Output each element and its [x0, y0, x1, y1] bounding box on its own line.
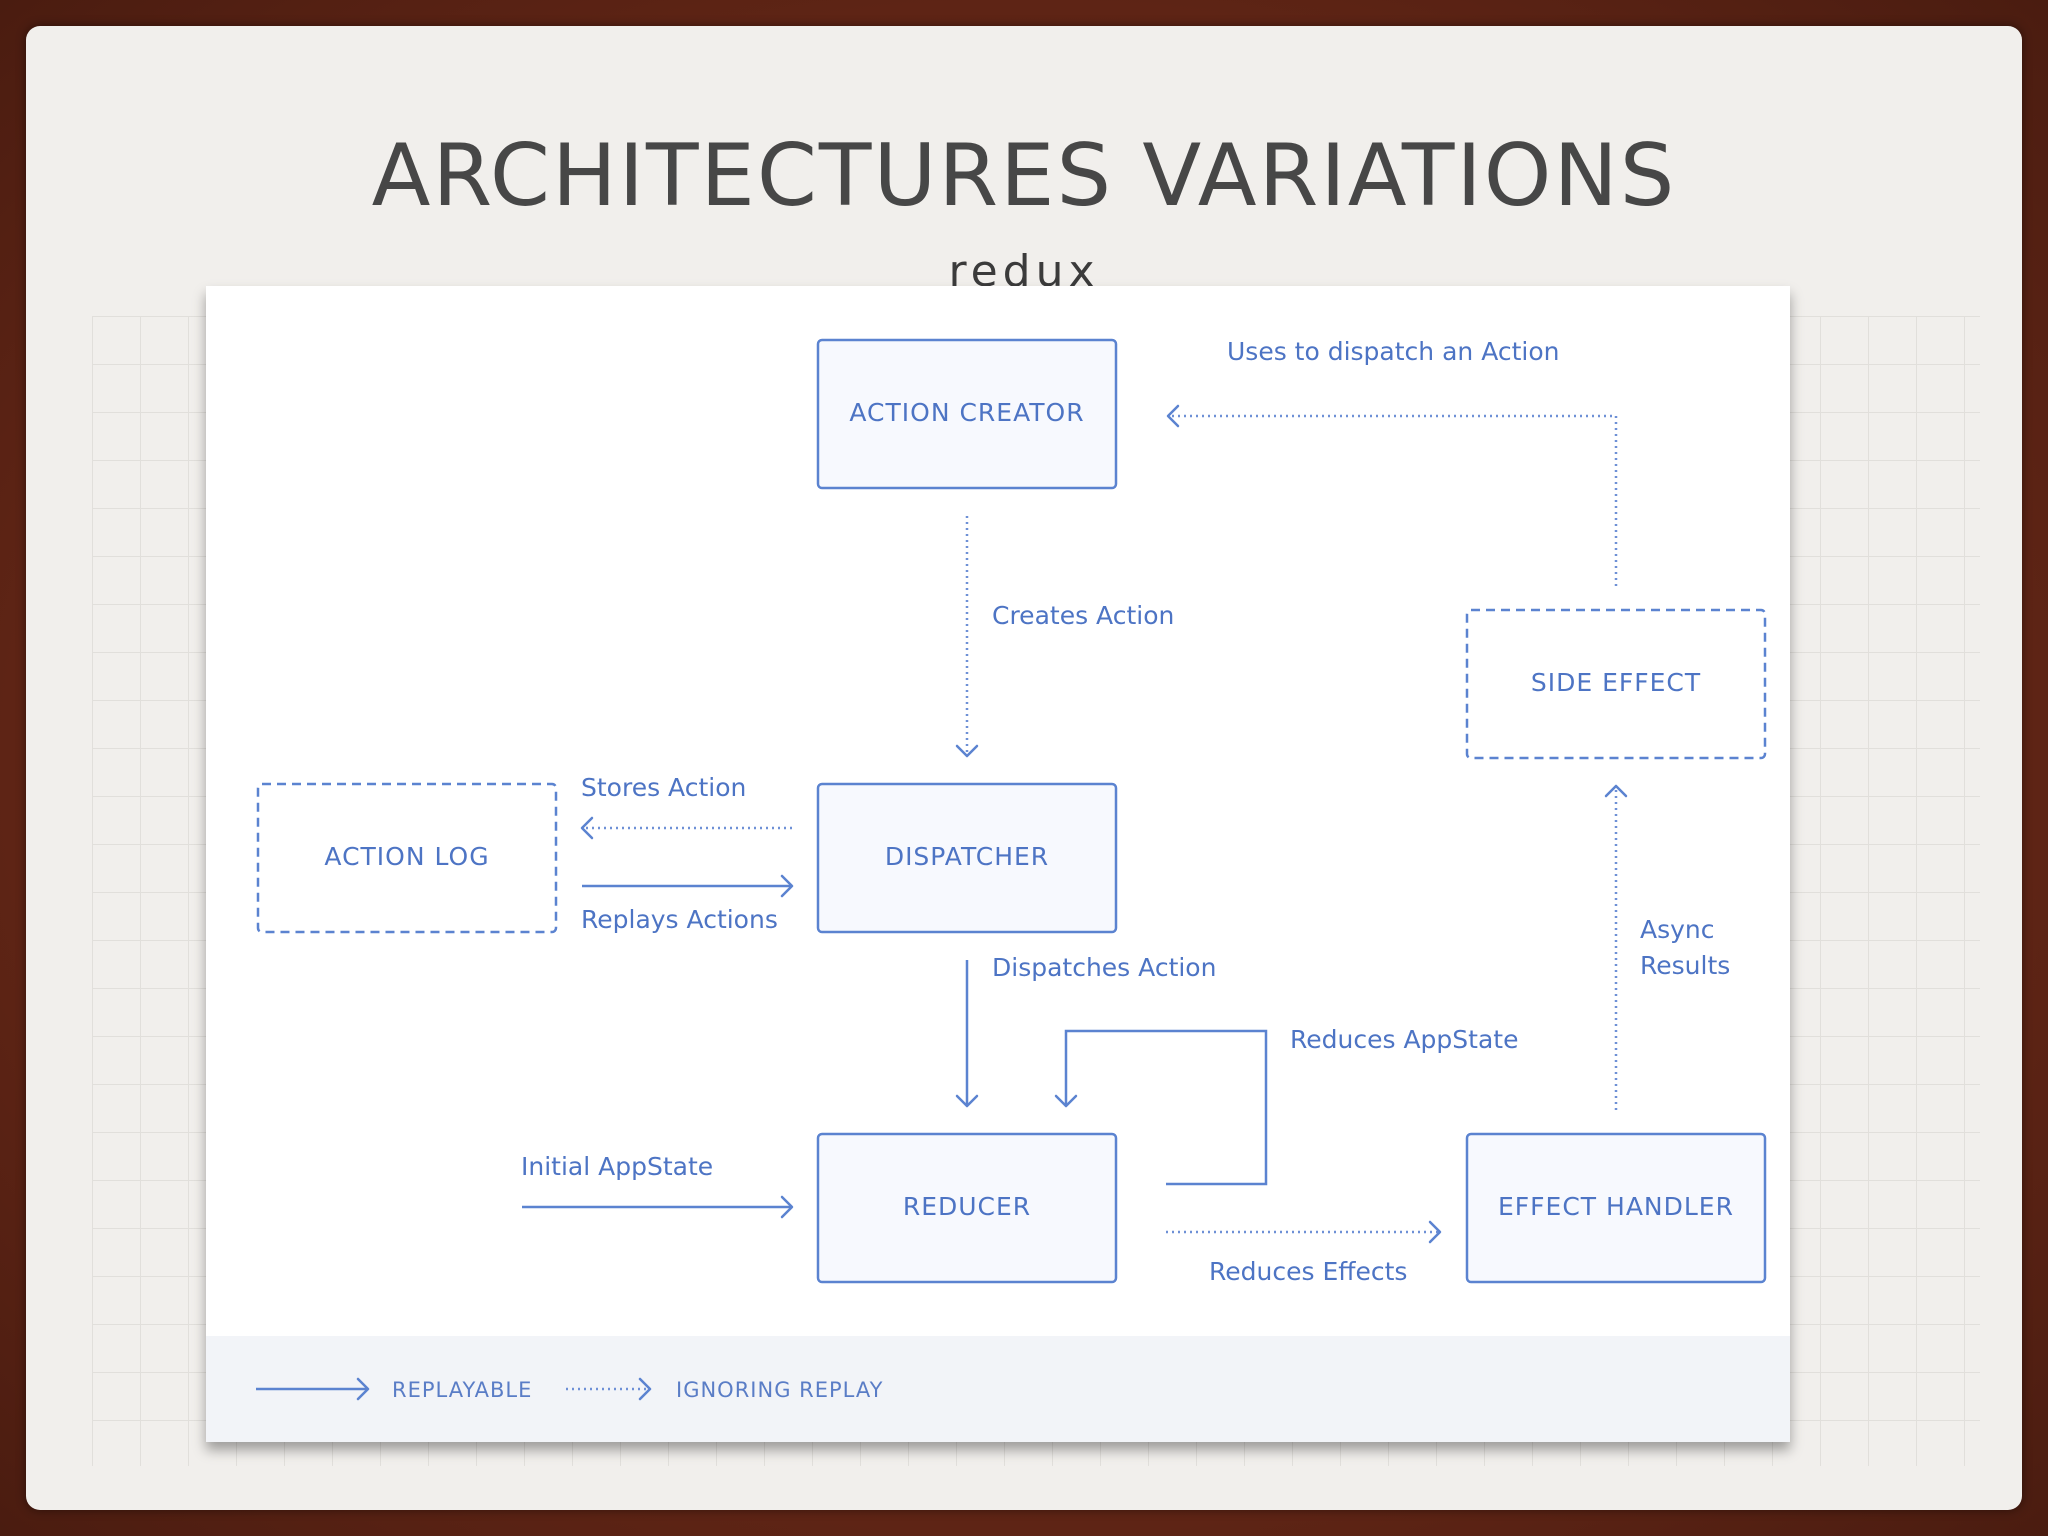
edge-reduces-appstate: Reduces AppState — [1054, 1025, 1518, 1186]
node-side-effect: SIDE EFFECT — [1465, 608, 1767, 760]
redux-diagram: ACTION CREATOR DISPATCHER REDUCER ACTION… — [206, 286, 1790, 1442]
node-dispatcher: DISPATCHER — [816, 782, 1118, 934]
edge-replays-actions: Replays Actions — [581, 874, 794, 934]
edge-label-initial-appstate: Initial AppState — [521, 1152, 713, 1181]
edge-label-dispatches-action: Dispatches Action — [992, 953, 1216, 982]
diagram-svg: ACTION CREATOR DISPATCHER REDUCER ACTION… — [256, 337, 1767, 1402]
node-label-side-effect: SIDE EFFECT — [1531, 668, 1701, 697]
node-label-dispatcher: DISPATCHER — [885, 842, 1049, 871]
edge-stores-action: Stores Action — [580, 773, 792, 840]
edge-label-uses-to-dispatch: Uses to dispatch an Action — [1227, 337, 1560, 366]
legend-replayable: REPLAYABLE — [256, 1377, 532, 1402]
edge-label-async-results-line1: Async — [1640, 915, 1715, 944]
edge-label-async-results-line2: Results — [1640, 951, 1730, 980]
node-label-action-creator: ACTION CREATOR — [849, 398, 1084, 427]
node-label-action-log: ACTION LOG — [324, 842, 489, 871]
node-label-effect-handler: EFFECT HANDLER — [1498, 1192, 1734, 1221]
legend-band — [206, 1336, 1790, 1442]
edge-creates-action: Creates Action — [955, 516, 1174, 758]
edge-label-reduces-effects: Reduces Effects — [1209, 1257, 1407, 1286]
node-action-log: ACTION LOG — [256, 782, 558, 934]
legend-ignoring-replay: IGNORING REPLAY — [566, 1377, 883, 1402]
node-action-creator: ACTION CREATOR — [816, 338, 1118, 490]
edge-label-replays-actions: Replays Actions — [581, 905, 778, 934]
legend-label-replayable: REPLAYABLE — [392, 1378, 532, 1402]
node-label-reducer: REDUCER — [903, 1192, 1031, 1221]
edge-label-creates-action: Creates Action — [992, 601, 1174, 630]
node-effect-handler: EFFECT HANDLER — [1465, 1132, 1767, 1284]
legend-label-ignoring-replay: IGNORING REPLAY — [676, 1378, 883, 1402]
node-reducer: REDUCER — [816, 1132, 1118, 1284]
edge-reduces-effects: Reduces Effects — [1166, 1220, 1442, 1286]
slide-title: ARCHITECTURES VARIATIONS — [371, 126, 1677, 226]
edge-label-stores-action: Stores Action — [581, 773, 746, 802]
edge-async-results: Async Results — [1604, 784, 1730, 1110]
edge-dispatches-action: Dispatches Action — [955, 953, 1216, 1108]
edge-label-reduces-appstate: Reduces AppState — [1290, 1025, 1518, 1054]
edge-initial-appstate: Initial AppState — [521, 1152, 794, 1219]
edge-uses-to-dispatch: Uses to dispatch an Action — [1166, 337, 1618, 586]
